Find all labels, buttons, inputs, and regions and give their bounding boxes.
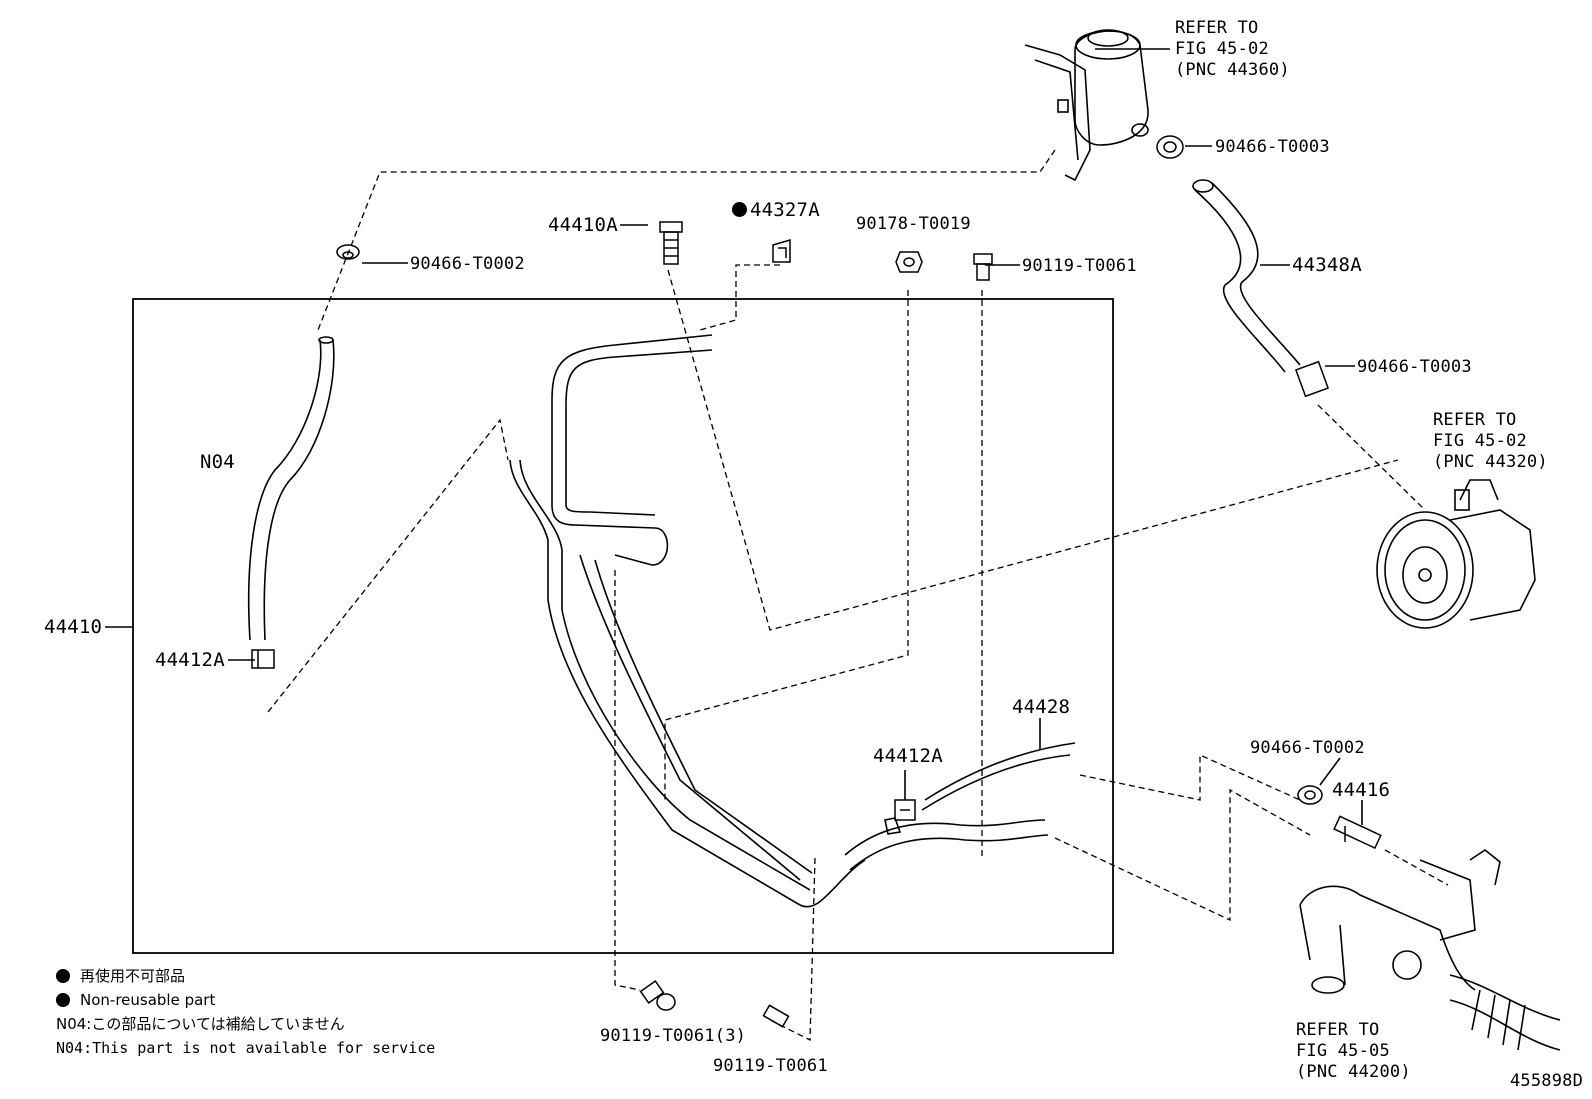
- hose-44428: [921, 742, 1076, 811]
- label-44412a-left: 44412A: [155, 649, 225, 671]
- legend-line-en: Non-reusable part: [56, 988, 435, 1012]
- label-90119-t0061-top: 90119-T0061: [1022, 256, 1137, 276]
- label-90466-t0003-top: 90466-T0003: [1215, 137, 1330, 157]
- clamp-90466-t0002-right: [1297, 785, 1323, 805]
- bolt-44410a: [659, 221, 683, 265]
- ref-pump: REFER TO FIG 45-02 (PNC 44320): [1433, 410, 1548, 472]
- leader-90466-t0002-right: [1319, 757, 1341, 786]
- ref-reservoir: REFER TO FIG 45-02 (PNC 44360): [1175, 18, 1290, 80]
- assembly-frame: [132, 298, 1114, 954]
- label-44428: 44428: [1012, 696, 1071, 718]
- ref-gear: REFER TO FIG 45-05 (PNC 44200): [1296, 1020, 1411, 1082]
- clamp-90466-t0002-top: [336, 244, 360, 260]
- label-90178-t0019: 90178-T0019: [856, 214, 971, 234]
- clamp-90466-t0003-top: [1156, 135, 1184, 159]
- dash-44327a: [699, 264, 780, 331]
- bolt-90119-bottom1: [639, 980, 676, 1011]
- legend-note-jp: N04:この部品については補給していません: [56, 1015, 345, 1033]
- legend-note-en: N04:This part is not available for servi…: [56, 1039, 436, 1057]
- label-90119-t0061-bottom1: 90119-T0061(3): [600, 1026, 747, 1046]
- label-44416: 44416: [1332, 779, 1391, 801]
- dash-44416: [1384, 849, 1449, 886]
- label-44410: 44410: [44, 616, 103, 638]
- non-reusable-dot-icon: [56, 969, 70, 983]
- pressure-tube-assembly: [509, 334, 1049, 908]
- bolt-90119-top: [973, 253, 993, 281]
- label-90466-t0002-right: 90466-T0002: [1250, 738, 1365, 758]
- dash-44410a: [667, 269, 1399, 631]
- union-44416: [1333, 815, 1382, 850]
- nut-90178: [895, 251, 923, 273]
- dash-n04-to-assembly: [267, 418, 509, 713]
- dash-to-gear-lower: [1054, 788, 1311, 922]
- label-n04: N04: [200, 451, 235, 473]
- clamp-44412a-left: [251, 649, 275, 669]
- clamp-44412a-mid: [894, 799, 916, 821]
- pump-part: [1376, 479, 1536, 629]
- legend: 再使用不可部品 Non-reusable part N04:この部品については補…: [56, 964, 435, 1060]
- label-44348a: 44348A: [1292, 254, 1362, 276]
- clamp-90466-t0003-mid: [1294, 360, 1330, 398]
- dash-bottom-left: [614, 570, 641, 991]
- gasket-44327a: [772, 238, 791, 263]
- dash-90178: [664, 290, 909, 800]
- label-44412a-mid: 44412A: [873, 745, 943, 767]
- non-reusable-dot-icon: [732, 202, 747, 217]
- hose-n04-end: [318, 336, 334, 344]
- label-90466-t0003-mid: 90466-T0003: [1357, 357, 1472, 377]
- label-90119-t0061-bottom2: 90119-T0061: [713, 1056, 828, 1076]
- diagram-id: 455898D: [1510, 1071, 1584, 1091]
- steering-gear-part: [1299, 849, 1561, 1051]
- dash-reservoir-to-clamp: [317, 149, 1056, 331]
- dash-bottom-right: [769, 857, 816, 1042]
- hose-n04: [247, 339, 335, 641]
- non-reusable-dot-icon: [56, 993, 70, 1007]
- reservoir-part: [1024, 29, 1149, 182]
- label-44410a: 44410A: [548, 214, 618, 236]
- bolt-90119-bottom2: [762, 1004, 790, 1028]
- label-44327a: 44327A: [732, 200, 820, 220]
- dash-pump: [1317, 404, 1426, 511]
- label-90466-t0002-top: 90466-T0002: [410, 254, 525, 274]
- legend-line-jp: 再使用不可部品: [56, 964, 435, 988]
- dash-44428-to-gear: [1079, 753, 1301, 801]
- hose-44348a: [1194, 182, 1301, 373]
